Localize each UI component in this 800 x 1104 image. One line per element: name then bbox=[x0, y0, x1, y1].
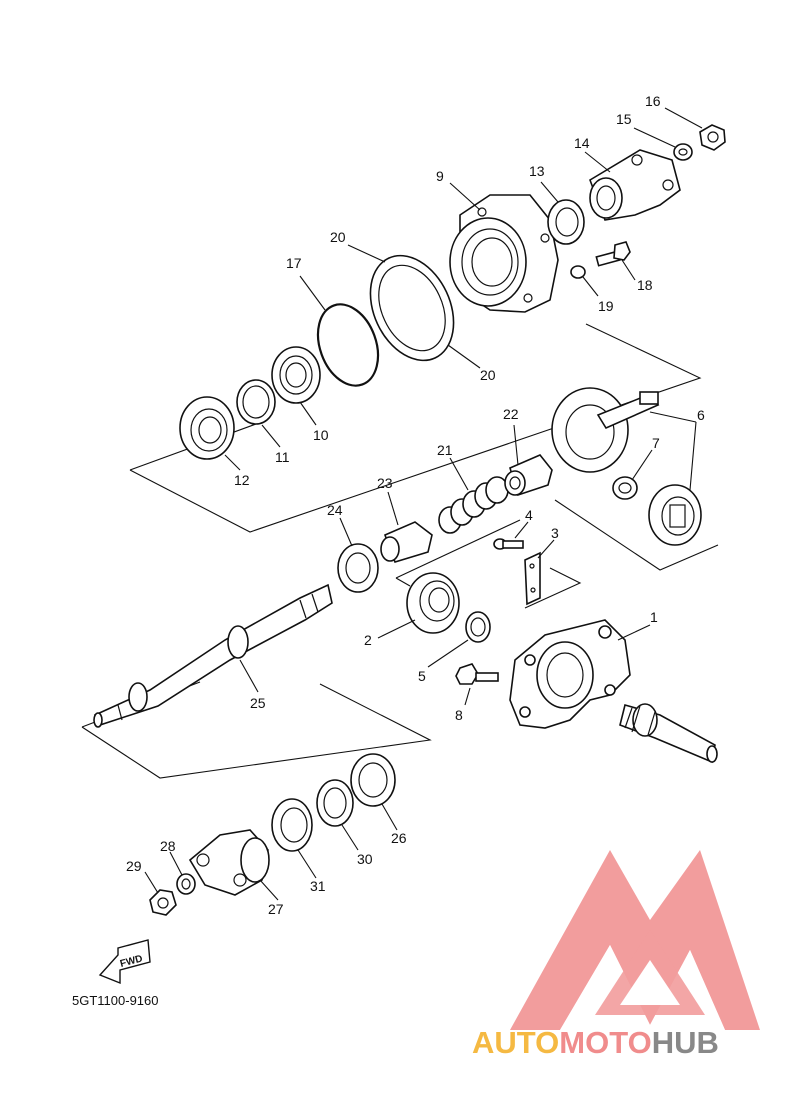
part-21-spring bbox=[438, 476, 509, 534]
label-part-23: 23 bbox=[377, 475, 393, 491]
part-3-plate bbox=[524, 551, 541, 606]
part-6-gear-set bbox=[551, 387, 702, 546]
label-part-25: 25 bbox=[250, 695, 266, 711]
part-24-bearing bbox=[337, 543, 379, 593]
label-part-18: 18 bbox=[637, 277, 653, 293]
label-part-1: 1 bbox=[650, 609, 658, 625]
label-part-4: 4 bbox=[525, 507, 533, 523]
label-part-22: 22 bbox=[503, 406, 519, 422]
label-part-10: 10 bbox=[313, 427, 329, 443]
part-9-housing bbox=[449, 194, 559, 313]
watermark-hub: HUB bbox=[652, 1025, 719, 1060]
label-part-9: 9 bbox=[436, 168, 444, 184]
leader-lines bbox=[144, 107, 703, 901]
part-11-bearing-cage bbox=[236, 379, 276, 425]
label-part-17: 17 bbox=[286, 255, 302, 271]
part-8-bolt bbox=[455, 663, 499, 685]
label-part-5: 5 bbox=[418, 668, 426, 684]
label-part-20a: 20 bbox=[330, 229, 346, 245]
part-2-bearing bbox=[406, 572, 460, 634]
part-31-seal bbox=[271, 798, 313, 852]
label-part-24: 24 bbox=[327, 502, 343, 518]
label-part-29: 29 bbox=[126, 858, 142, 874]
part-29-nut bbox=[149, 889, 177, 916]
part-number-labels: 1 2 3 4 5 6 7 8 9 10 11 12 13 14 15 16 1… bbox=[126, 93, 705, 917]
label-part-7: 7 bbox=[652, 435, 660, 451]
part-16-nut bbox=[699, 124, 726, 151]
part-22-collar bbox=[504, 454, 553, 497]
label-part-12: 12 bbox=[234, 472, 250, 488]
part-23-sleeve bbox=[380, 521, 433, 563]
watermark-moto: MOTO bbox=[559, 1025, 651, 1060]
label-part-20b: 20 bbox=[480, 367, 496, 383]
part-13-oil-seal bbox=[547, 199, 585, 245]
forward-direction-arrow: FWD bbox=[98, 939, 151, 985]
part-14-yoke bbox=[589, 149, 681, 221]
label-part-6: 6 bbox=[697, 407, 705, 423]
watermark-logo bbox=[510, 850, 760, 1030]
label-part-21: 21 bbox=[437, 442, 453, 458]
part-1-bearing-housing bbox=[509, 619, 631, 729]
part-7-nut bbox=[612, 476, 638, 500]
label-part-13: 13 bbox=[529, 163, 545, 179]
part-17-o-ring bbox=[316, 303, 380, 387]
label-part-31: 31 bbox=[310, 878, 326, 894]
svg-text:AUTOMOTOHUB: AUTOMOTOHUB bbox=[472, 1025, 719, 1060]
part-4-bolt bbox=[493, 538, 524, 550]
part-15-washer bbox=[673, 143, 693, 161]
part-20-shims bbox=[369, 254, 455, 362]
part-18-bolt bbox=[595, 241, 631, 267]
label-part-8: 8 bbox=[455, 707, 463, 723]
watermark-text: AUTOMOTOHUB bbox=[472, 1025, 719, 1060]
label-part-15: 15 bbox=[616, 111, 632, 127]
group-frames bbox=[81, 323, 719, 779]
label-part-19: 19 bbox=[598, 298, 614, 314]
label-part-14: 14 bbox=[574, 135, 590, 151]
part-10-bearing bbox=[271, 346, 321, 404]
label-part-26: 26 bbox=[391, 830, 407, 846]
label-part-28: 28 bbox=[160, 838, 176, 854]
label-part-3: 3 bbox=[551, 525, 559, 541]
diagram-code: 5GT1100-9160 bbox=[72, 993, 159, 1008]
label-part-27: 27 bbox=[268, 901, 284, 917]
part-12-bearing bbox=[179, 396, 235, 460]
label-part-16: 16 bbox=[645, 93, 661, 109]
part-5-washer bbox=[465, 611, 491, 643]
part-28-washer bbox=[176, 873, 196, 895]
part-pinion-shaft bbox=[619, 703, 718, 764]
part-19-washer bbox=[570, 265, 586, 279]
part-27-yoke bbox=[188, 829, 270, 896]
label-part-30: 30 bbox=[357, 851, 373, 867]
watermark-auto: AUTO bbox=[472, 1025, 559, 1060]
label-part-11: 11 bbox=[275, 449, 290, 465]
part-26-bearing bbox=[350, 753, 396, 807]
part-30-seal bbox=[316, 779, 354, 827]
part-25-drive-shaft bbox=[93, 583, 333, 728]
label-part-2: 2 bbox=[364, 632, 372, 648]
